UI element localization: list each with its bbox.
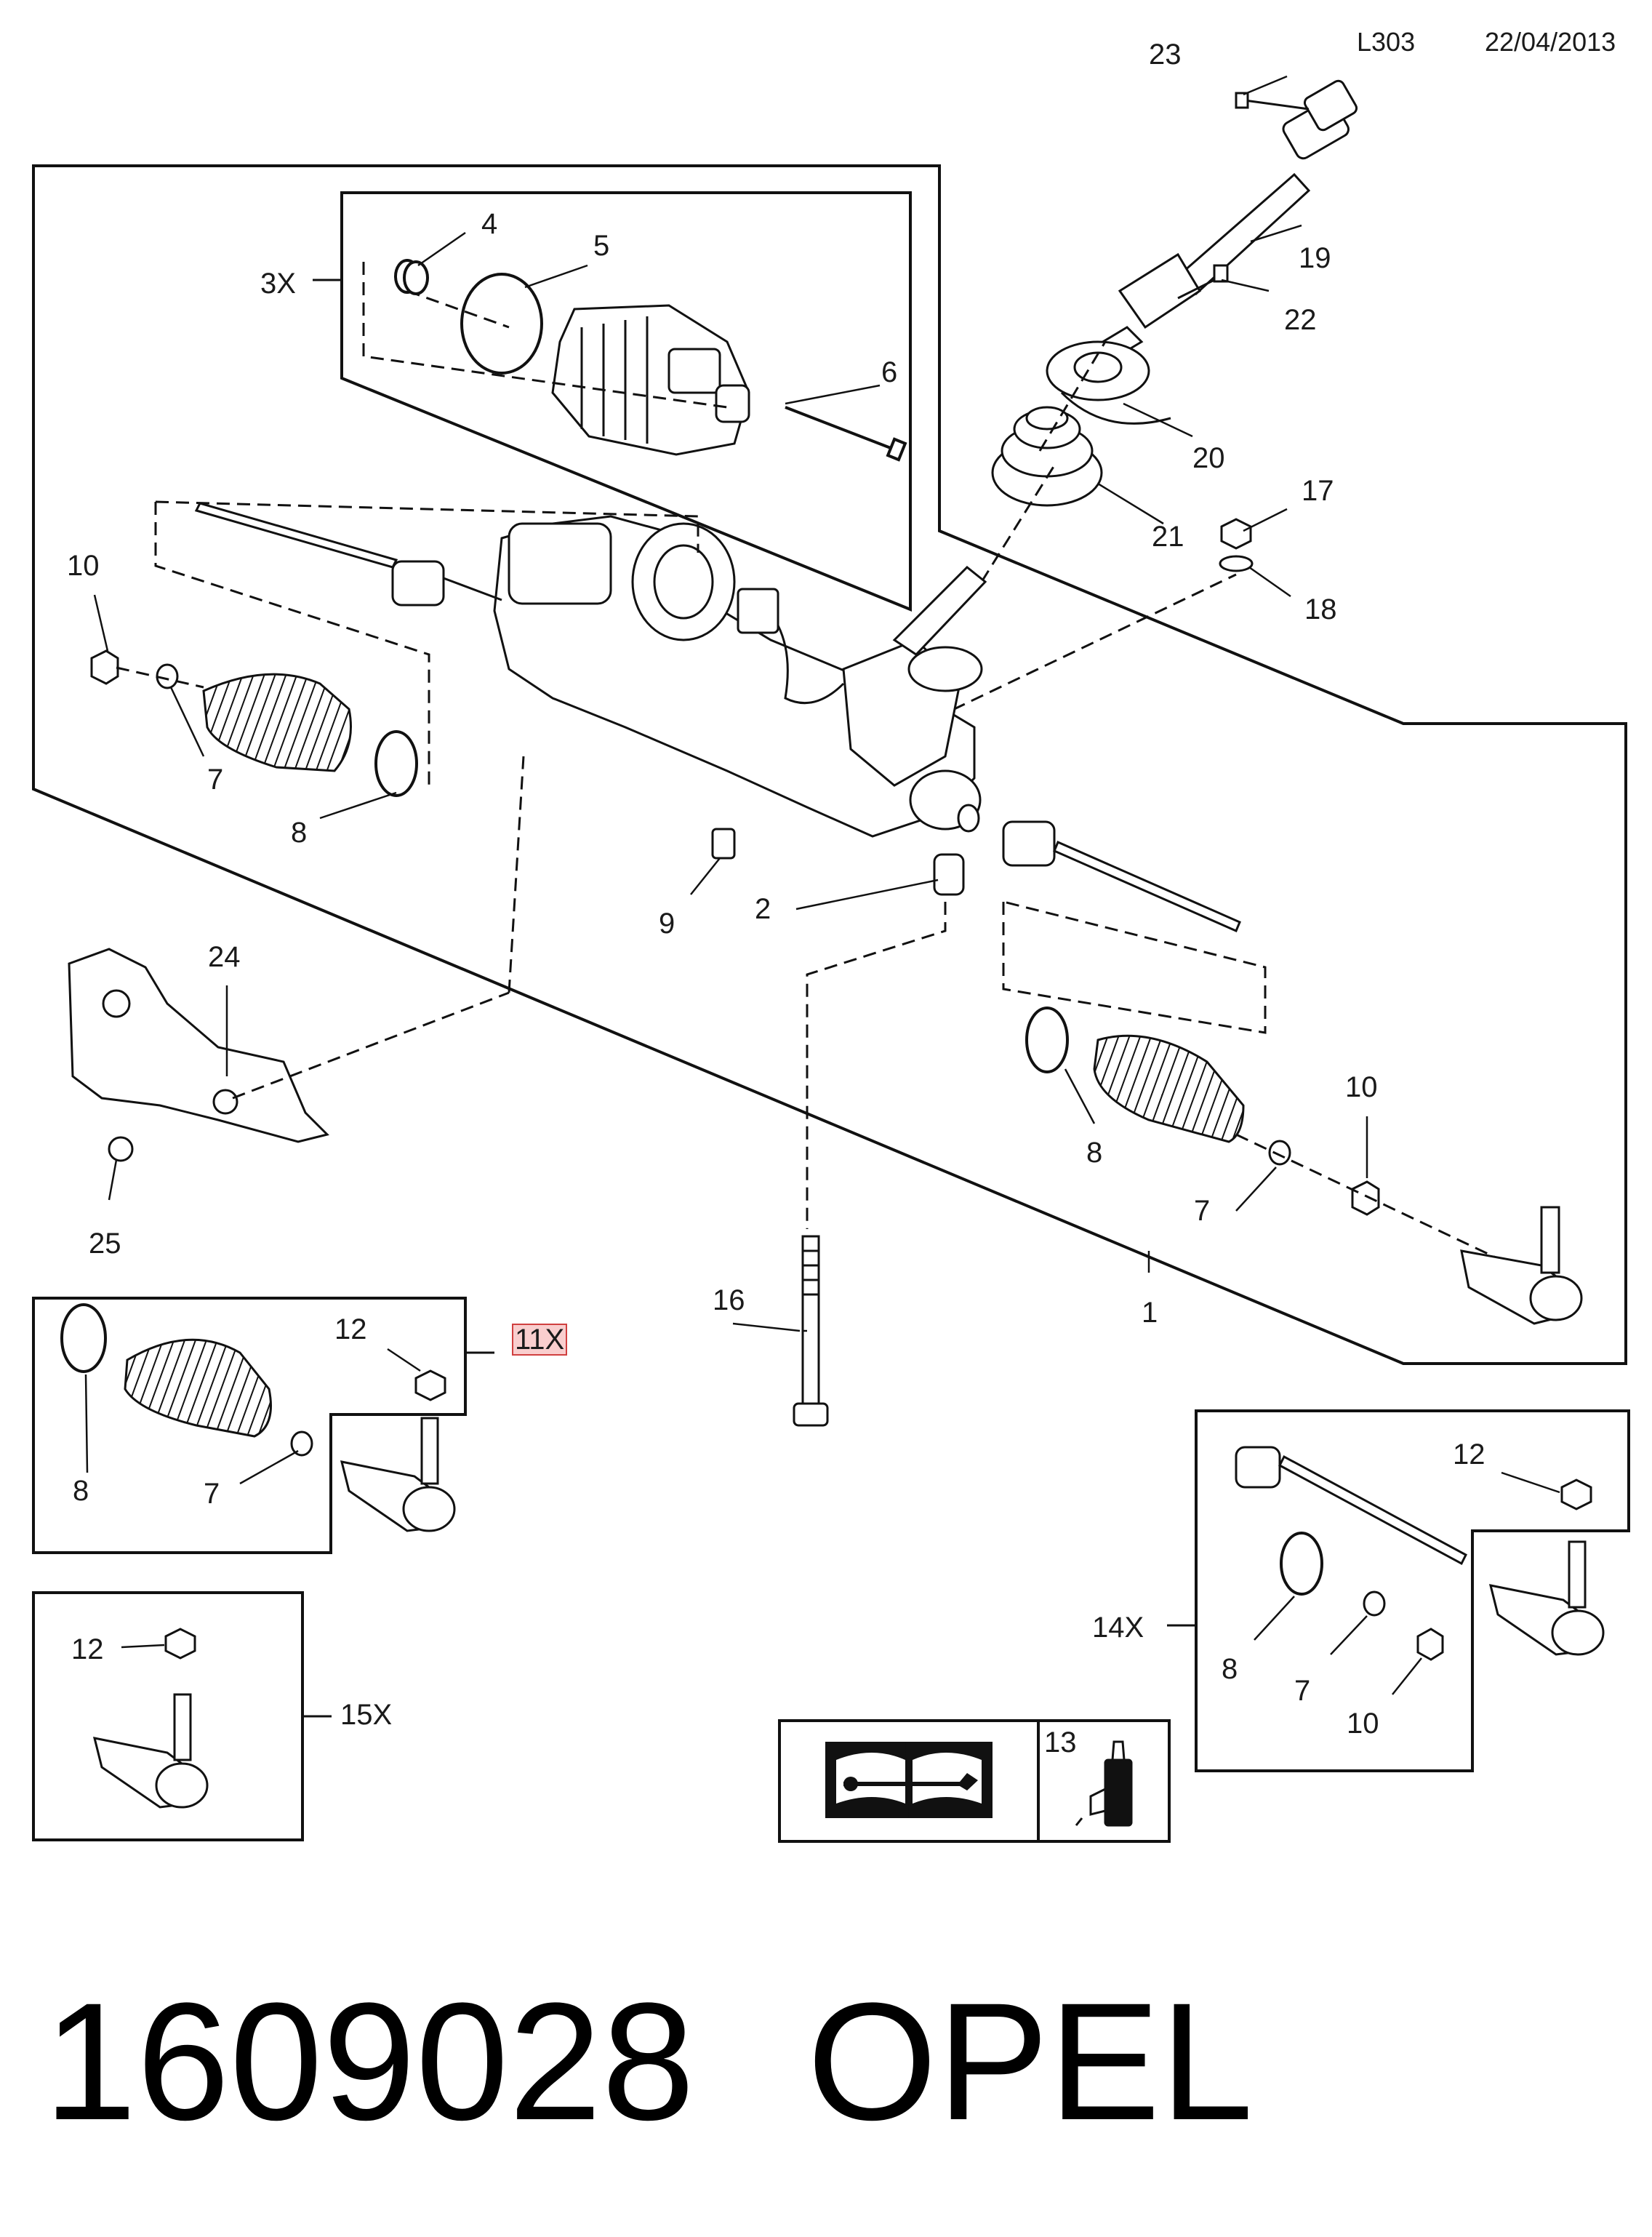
bolt-25 <box>109 1137 132 1161</box>
brand-name: OPEL <box>807 1968 1254 2155</box>
seal-ring-5 <box>462 274 542 373</box>
callout-23: 23 <box>1149 39 1182 71</box>
callout-10-14x: 10 <box>1347 1708 1379 1740</box>
callout-10-left: 10 <box>67 550 100 582</box>
callout-7-right: 7 <box>1194 1195 1211 1227</box>
callout-12-15x: 12 <box>71 1633 104 1665</box>
inner-tie-rod-right <box>1003 822 1240 931</box>
intermediate-shaft-19 <box>1091 79 1358 364</box>
main-assembly-outline <box>33 166 1626 1364</box>
callout-20: 20 <box>1192 442 1225 474</box>
callout-14x: 14X <box>1092 1612 1144 1644</box>
callout-18: 18 <box>1304 593 1337 625</box>
diagram-date: 22/04/2013 <box>1485 27 1616 57</box>
callout-8-14x: 8 <box>1222 1653 1238 1685</box>
clamp-8-11x <box>62 1305 105 1372</box>
clamp-8-left <box>376 732 417 796</box>
clip-7-left <box>157 665 177 688</box>
callout-8-right: 8 <box>1086 1137 1103 1169</box>
tie-rod-end-15x <box>95 1629 207 1807</box>
kit-11x-box <box>33 1298 465 1553</box>
callout-15x: 15X <box>340 1699 393 1731</box>
inner-tie-rod-14x <box>1236 1447 1466 1564</box>
tie-rod-end-11x <box>342 1371 454 1531</box>
bushing-4 <box>396 260 428 294</box>
callout-12-14x: 12 <box>1453 1438 1485 1470</box>
diagram-code: L303 <box>1357 27 1416 57</box>
callout-17: 17 <box>1302 475 1334 507</box>
manual-book-wrench-icon <box>825 1742 993 1818</box>
clip-7-14x <box>1364 1592 1384 1615</box>
bolt-6 <box>785 407 905 460</box>
callout-4: 4 <box>481 208 498 240</box>
leader-lines <box>86 76 1560 1694</box>
callout-8-left: 8 <box>291 817 308 849</box>
callout-7-left: 7 <box>207 764 224 796</box>
clip-9 <box>713 829 734 858</box>
callout-21: 21 <box>1152 521 1184 553</box>
callout-8-11x: 8 <box>73 1475 89 1507</box>
nut-17 <box>1222 519 1251 548</box>
callout-25: 25 <box>89 1228 121 1260</box>
bellows-boot-right <box>1094 1036 1243 1142</box>
callout-19: 19 <box>1299 242 1331 274</box>
bolt-22 <box>1178 265 1227 298</box>
tie-rod-end-14x <box>1491 1480 1603 1654</box>
clamp-8-14x <box>1281 1533 1322 1594</box>
info-box <box>779 1721 1169 1841</box>
bolt-16 <box>794 1236 827 1425</box>
grease-tube-icon <box>1076 1742 1131 1825</box>
callout-11x-highlighted: 11X <box>511 1324 568 1356</box>
outer-tie-rod-end-right <box>1461 1207 1581 1324</box>
motor-kit-box <box>342 193 910 609</box>
callout-7-11x: 7 <box>204 1478 220 1510</box>
callout-6: 6 <box>881 356 898 388</box>
steering-rack-housing <box>494 516 985 836</box>
callout-9: 9 <box>659 908 675 940</box>
callout-3x: 3X <box>260 268 296 300</box>
callout-16: 16 <box>713 1284 745 1316</box>
clip-7-right <box>1270 1141 1290 1164</box>
nut-10-right <box>1352 1182 1379 1214</box>
callout-10-right: 10 <box>1345 1071 1378 1103</box>
kit-14x-box <box>1196 1411 1629 1771</box>
bushing-2 <box>934 855 963 895</box>
heat-shield-24 <box>69 949 327 1142</box>
washer-18 <box>1220 556 1252 571</box>
electric-motor <box>553 305 749 455</box>
callout-12-11x: 12 <box>334 1313 367 1345</box>
callout-22: 22 <box>1284 304 1317 336</box>
callout-5: 5 <box>593 230 610 262</box>
clamp-8-right <box>1027 1008 1067 1072</box>
boot-21 <box>993 407 1102 505</box>
part-number: 1609028 <box>44 1968 695 2155</box>
inner-tie-rod-left <box>196 503 502 605</box>
callout-7-14x: 7 <box>1294 1675 1311 1707</box>
nut-10-left <box>92 651 118 684</box>
callout-24: 24 <box>208 941 241 973</box>
seal-20 <box>1047 342 1171 423</box>
callout-13: 13 <box>1044 1726 1077 1758</box>
clip-7-11x <box>292 1432 312 1455</box>
bellows-boot-left <box>204 674 351 771</box>
nut-10-14x <box>1418 1629 1443 1660</box>
bolt-23 <box>1236 93 1309 109</box>
callout-1: 1 <box>1142 1297 1158 1329</box>
bellows-boot-11x <box>125 1340 271 1436</box>
callout-2: 2 <box>755 893 771 925</box>
